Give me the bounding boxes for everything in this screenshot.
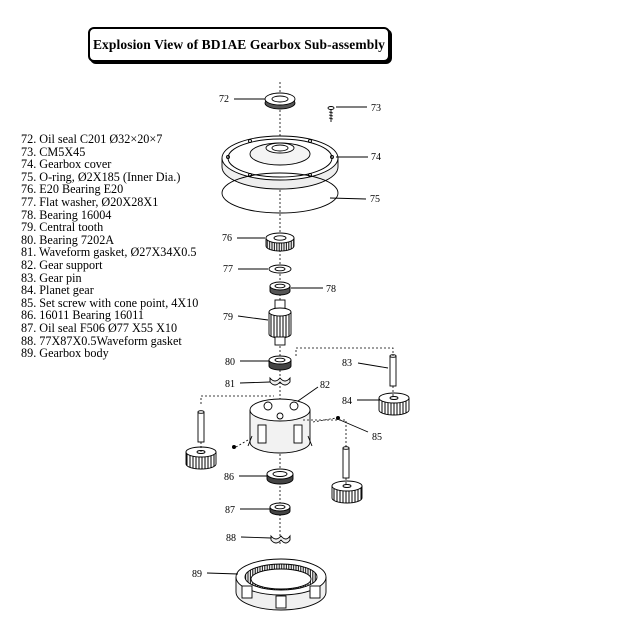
diagram-title: Explosion View of BD1AE Gearbox Sub-asse… xyxy=(92,36,386,52)
callout-82: 82 xyxy=(320,380,330,391)
waveform-gasket-88 xyxy=(270,534,291,544)
callout-81: 81 xyxy=(225,379,235,390)
callout-86: 86 xyxy=(224,472,234,483)
callout-87: 87 xyxy=(225,505,235,516)
callout-74: 74 xyxy=(371,152,381,163)
gear-support-82 xyxy=(247,398,313,454)
gear-pin-83-b xyxy=(197,410,205,443)
central-tooth-79 xyxy=(268,299,292,346)
callout-75: 75 xyxy=(370,194,380,205)
oil-seal-72 xyxy=(264,92,296,110)
planet-gear-84-c xyxy=(331,480,363,504)
legend-item-89: 89. Gearbox body xyxy=(21,346,109,361)
bearing-86 xyxy=(266,468,294,485)
callout-83: 83 xyxy=(342,358,352,369)
legend-item-86: 86. 16011 Bearing 16011 xyxy=(21,308,144,323)
legend-item-85: 85. Set screw with cone point, 4X10 xyxy=(21,295,199,310)
callout-79: 79 xyxy=(223,312,233,323)
gearbox-cover-74 xyxy=(221,135,339,190)
gearbox-body-89 xyxy=(235,558,327,611)
legend-item-88: 88. 77X87X0.5Waveform gasket xyxy=(21,333,182,348)
legend-item-78: 78. Bearing 16004 xyxy=(21,207,112,222)
bearing-76 xyxy=(265,232,295,252)
callout-85: 85 xyxy=(372,432,382,443)
legend-item-76: 76. E20 Bearing E20 xyxy=(21,182,124,197)
legend-item-82: 82. Gear support xyxy=(21,257,103,272)
legend-item-72: 72. Oil seal C201 Ø32×20×7 xyxy=(21,132,163,146)
callout-80: 80 xyxy=(225,357,235,368)
callout-73: 73 xyxy=(371,103,381,114)
set-screw-85-a xyxy=(232,445,236,449)
callout-88: 88 xyxy=(226,533,236,544)
gear-pin-83-c xyxy=(342,446,350,479)
legend-item-77: 77. Flat washer, Ø20X28X1 xyxy=(21,194,159,209)
dashed-connectors xyxy=(200,347,394,486)
callout-72: 72 xyxy=(219,94,229,105)
screw-73 xyxy=(327,106,335,122)
callout-77: 77 xyxy=(223,264,233,275)
legend-item-81: 81. Waveform gasket, Ø27X34X0.5 xyxy=(21,245,197,260)
leader-lines xyxy=(206,98,389,575)
legend-item-83: 83. Gear pin xyxy=(21,270,82,285)
set-screw-85-b xyxy=(336,416,340,420)
legend-item-84: 84. Planet gear xyxy=(21,283,94,298)
legend-item-75: 75. O-ring, Ø2X185 (Inner Dia.) xyxy=(21,169,181,184)
legend-item-74: 74. Gearbox cover xyxy=(21,157,112,172)
legend-item-79: 79. Central tooth xyxy=(21,220,104,235)
legend-item-73: 73. CM5X45 xyxy=(21,144,86,159)
legend-item-87: 87. Oil seal F506 Ø77 X55 X10 xyxy=(21,320,178,335)
callout-89: 89 xyxy=(192,569,202,580)
parts-legend: 72. Oil seal C201 Ø32×20×7 73. CM5X45 74… xyxy=(21,133,198,360)
callout-78: 78 xyxy=(326,284,336,295)
bearing-80 xyxy=(268,355,292,371)
planet-gear-84-a xyxy=(378,392,410,416)
bearing-78 xyxy=(269,281,291,296)
flat-washer-77 xyxy=(268,264,292,274)
legend-item-80: 80. Bearing 7202A xyxy=(21,232,115,247)
callout-76: 76 xyxy=(222,233,232,244)
title-box: Explosion View of BD1AE Gearbox Sub-asse… xyxy=(88,27,390,62)
o-ring-75 xyxy=(221,172,339,214)
callout-84: 84 xyxy=(342,396,352,407)
gear-pin-83-a xyxy=(389,354,397,387)
waveform-gasket-81 xyxy=(269,376,291,386)
oil-seal-87 xyxy=(269,502,291,516)
